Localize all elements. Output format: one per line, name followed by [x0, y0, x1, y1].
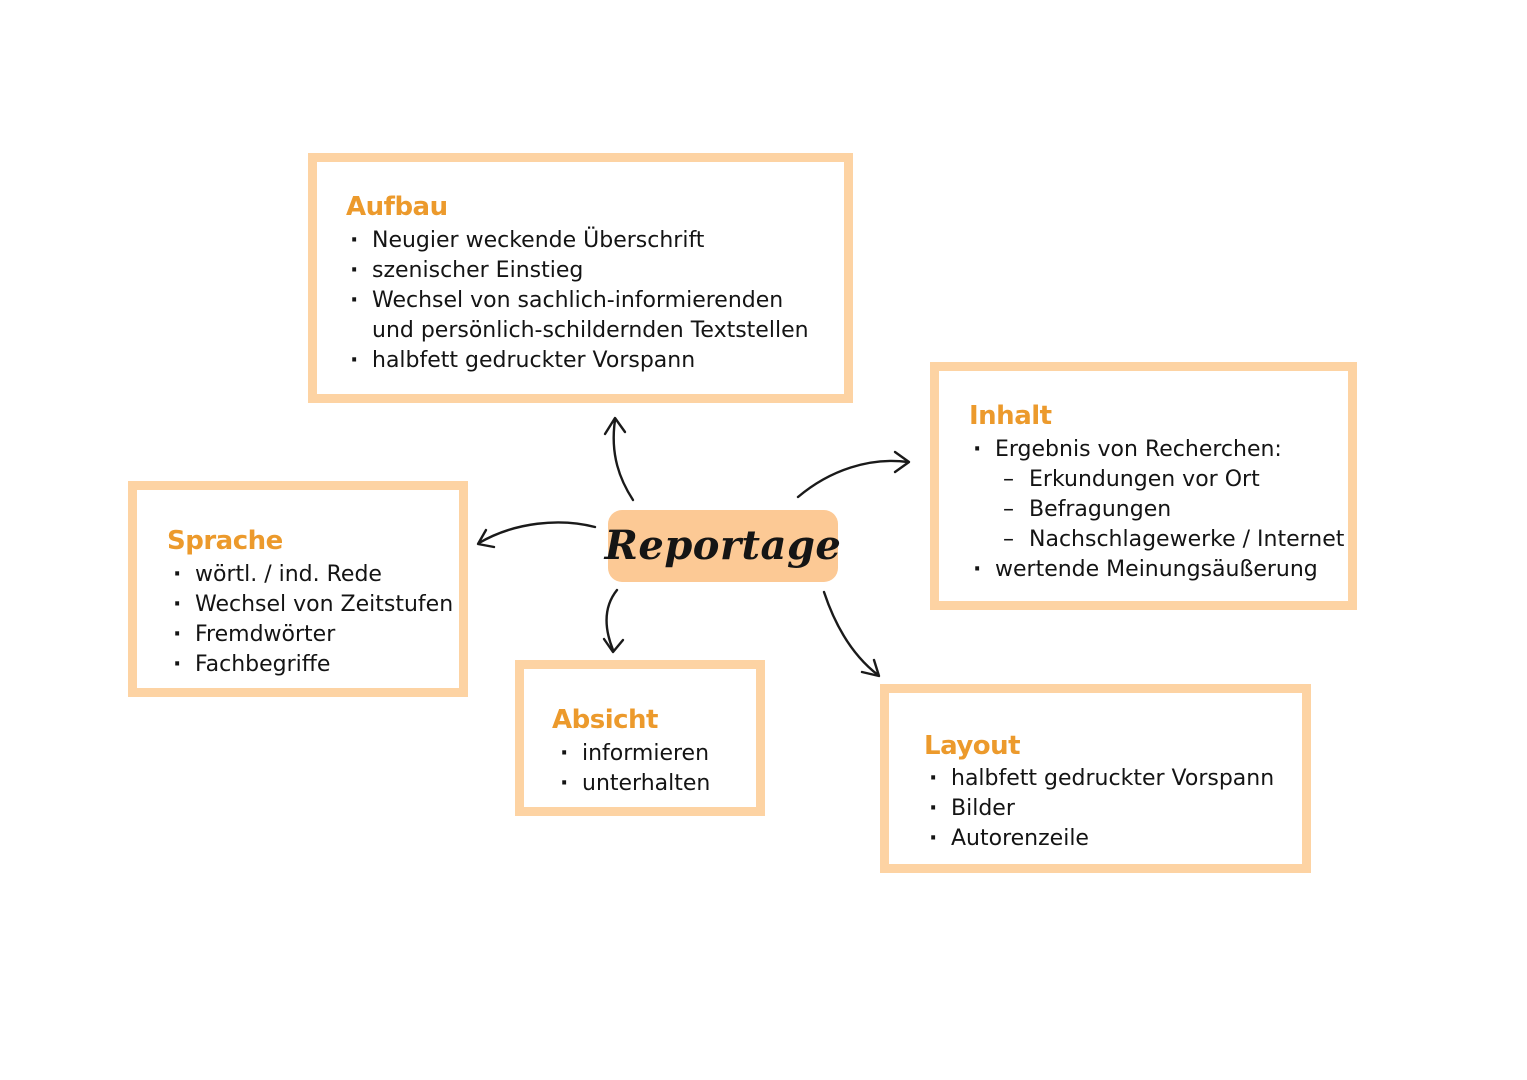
- aufbau-box: Aufbau Neugier weckende Überschrift szen…: [308, 153, 853, 403]
- list-item: Ergebnis von Recherchen:: [973, 435, 1344, 465]
- list-item: Neugier weckende Überschrift: [350, 226, 809, 256]
- inhalt-title: Inhalt: [969, 401, 1052, 431]
- layout-list: halbfett gedruckter Vorspann Bilder Auto…: [929, 764, 1274, 854]
- list-item: halbfett gedruckter Vorspann: [350, 346, 809, 376]
- sprache-box: Sprache wörtl. / ind. Rede Wechsel von Z…: [128, 481, 468, 697]
- absicht-list: informieren unterhalten: [560, 739, 710, 799]
- list-item: Bilder: [929, 794, 1274, 824]
- list-item: szenischer Einstieg: [350, 256, 809, 286]
- center-label: Reportage: [604, 522, 842, 569]
- list-item: informieren: [560, 739, 710, 769]
- center-node: Reportage: [605, 510, 841, 582]
- inhalt-box: Inhalt Ergebnis von Recherchen: Erkundun…: [930, 362, 1357, 610]
- list-item: wörtl. / ind. Rede: [173, 560, 453, 590]
- layout-box: Layout halbfett gedruckter Vorspann Bild…: [880, 684, 1311, 873]
- list-subitem: Erkundungen vor Ort: [973, 465, 1344, 495]
- inhalt-list: Ergebnis von Recherchen: Erkundungen vor…: [973, 435, 1344, 585]
- sprache-list: wörtl. / ind. Rede Wechsel von Zeitstufe…: [173, 560, 453, 680]
- layout-title: Layout: [924, 731, 1021, 761]
- list-subitem: Nachschlagewerke / Internet: [973, 525, 1344, 555]
- arrow-to-sprache: [476, 521, 597, 549]
- arrow-to-inhalt: [796, 450, 911, 499]
- absicht-title: Absicht: [552, 705, 658, 735]
- list-item: Fachbegriffe: [173, 650, 453, 680]
- arrow-to-absicht: [602, 588, 625, 654]
- aufbau-title: Aufbau: [346, 192, 448, 222]
- list-item: Wechsel von sachlich-informierenden: [350, 286, 809, 316]
- list-item: Fremdwörter: [173, 620, 453, 650]
- aufbau-list: Neugier weckende Überschrift szenischer …: [350, 226, 809, 376]
- list-item: halbfett gedruckter Vorspann: [929, 764, 1274, 794]
- list-item-continuation: und persönlich-schildernden Textstellen: [372, 318, 809, 343]
- list-subitem: Befragungen: [973, 495, 1344, 525]
- absicht-box: Absicht informieren unterhalten: [515, 660, 765, 816]
- arrow-to-aufbau: [603, 416, 635, 502]
- list-item: wertende Meinungsäußerung: [973, 555, 1344, 585]
- list-item: unterhalten: [560, 769, 710, 799]
- arrow-to-layout: [822, 590, 881, 678]
- list-item: Autorenzeile: [929, 824, 1274, 854]
- sprache-title: Sprache: [167, 526, 283, 556]
- list-item: Wechsel von Zeitstufen: [173, 590, 453, 620]
